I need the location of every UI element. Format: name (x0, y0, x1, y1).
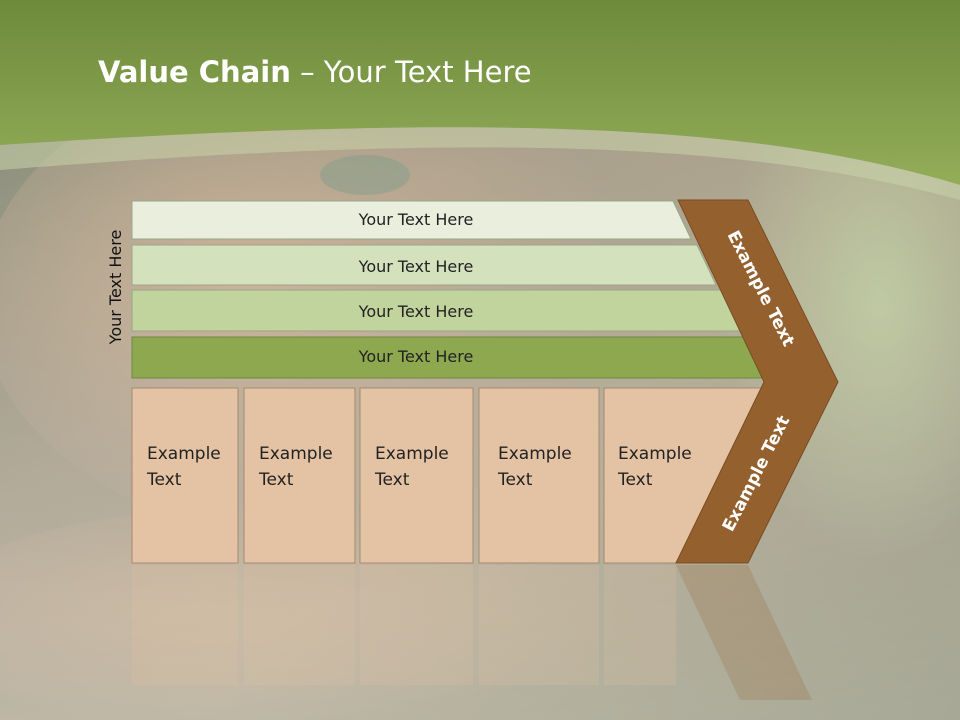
cell-4: Example Text (478, 387, 600, 564)
cell-2-box (243, 387, 356, 564)
cell-2-line1: Example (259, 444, 333, 464)
cell-4-line1: Example (498, 444, 572, 464)
row-2-shape (131, 244, 717, 286)
row-1-label: Your Text Here (358, 210, 474, 229)
cell-5: Example Text (603, 387, 763, 564)
cell-4-box (478, 387, 600, 564)
title-rest: – Your Text Here (290, 55, 532, 89)
cell-1-line2: Text (146, 470, 182, 490)
cell-3: Example Text (359, 387, 474, 564)
row-3-label: Your Text Here (358, 302, 474, 321)
title-bold: Value Chain (98, 55, 291, 89)
side-label: Your Text Here (106, 230, 125, 346)
chevron-reflection (676, 565, 812, 700)
row-2: Your Text Here (131, 244, 717, 286)
chevron-shape (675, 199, 839, 564)
margin-chevron: Example Text Example Text (675, 199, 839, 564)
cell-3-line2: Text (374, 470, 410, 490)
cell-5-line2: Text (617, 470, 653, 490)
cell-5-line1: Example (618, 444, 692, 464)
row-3: Your Text Here (131, 289, 741, 332)
row-1-shape (131, 200, 692, 240)
cells-reflection (132, 565, 676, 685)
row-1: Your Text Here (131, 200, 692, 240)
cell-3-box (359, 387, 474, 564)
cell-1-box (131, 387, 239, 564)
cell-1-line1: Example (147, 444, 221, 464)
cell-1: Example Text (131, 387, 239, 564)
cell-4-line2: Text (497, 470, 533, 490)
cell-2-line2: Text (258, 470, 294, 490)
row-4: Your Text Here (131, 336, 765, 379)
slide-title: Value Chain – Your Text Here (98, 55, 532, 89)
row-4-label: Your Text Here (358, 347, 474, 366)
row-2-label: Your Text Here (358, 257, 474, 276)
cell-3-line1: Example (375, 444, 449, 464)
cell-2: Example Text (243, 387, 356, 564)
